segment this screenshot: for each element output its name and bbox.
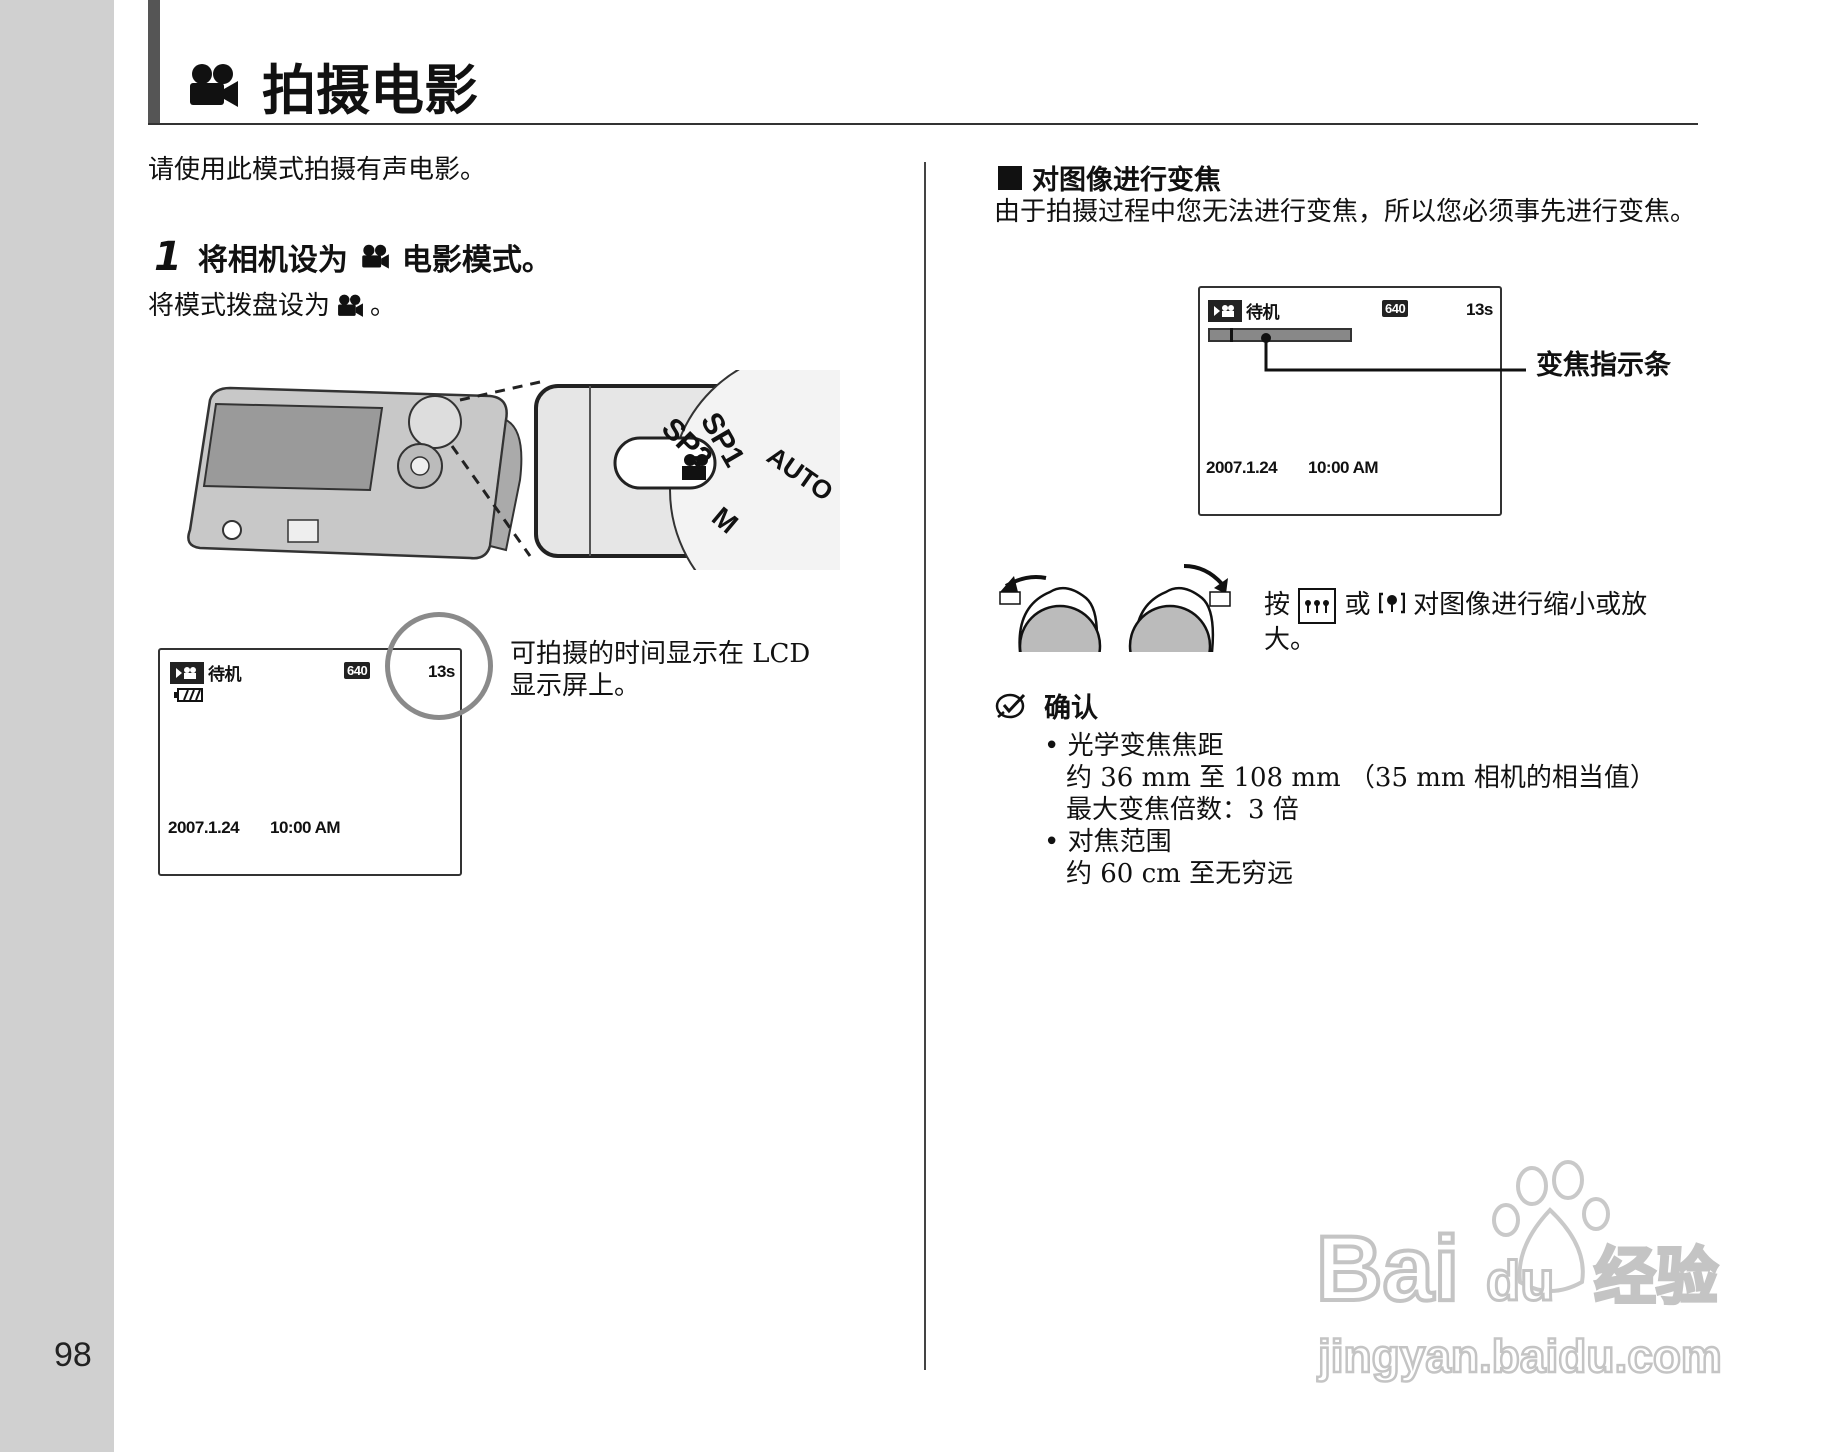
baidu-watermark: Bai du 经验 jingyan.baidu.com — [1314, 1160, 1723, 1383]
lcd-status: 待机 — [208, 665, 242, 684]
zoom-instruction: 按 或 对图像进行缩小或放大。 — [1264, 588, 1694, 656]
lcd-clock: 10:00 AM — [1308, 458, 1379, 477]
zoom-callout-line — [1261, 333, 1526, 372]
bullet-head: 光学变焦焦距 — [1067, 731, 1224, 761]
zoom-indicator-bar — [1208, 328, 1352, 342]
step-desc-before: 将模式拨盘设为 — [148, 291, 331, 321]
bullet-dot: • — [1044, 731, 1068, 761]
bullet-dot: • — [1044, 827, 1068, 857]
step-text-before: 将相机设为 — [197, 243, 348, 278]
callout-line — [459, 380, 541, 402]
mode-dial-closeup: SP1 SP2 AUTO M — [534, 370, 840, 570]
step-text-after: 电影模式。 — [401, 243, 552, 278]
step-number: 1 — [154, 234, 182, 280]
section-heading: 对图像进行变焦 — [998, 158, 1221, 197]
zoom-text-before: 按 — [1264, 590, 1291, 620]
page-title: 拍摄电影 — [186, 46, 478, 125]
battery-icon — [174, 688, 203, 702]
section-title: 对图像进行变焦 — [1032, 165, 1221, 196]
svg-text:经验: 经验 — [1594, 1240, 1718, 1313]
step-desc-after: 。 — [370, 291, 397, 321]
title-rule — [148, 123, 1698, 125]
lcd-remaining-time: 13s — [1466, 300, 1493, 319]
zoom-lever-illustration — [999, 564, 1231, 652]
lcd-date: 2007.1.24 — [1206, 458, 1278, 477]
svg-text:du: du — [1486, 1249, 1554, 1312]
lcd-quality-badge: 640 — [1382, 300, 1409, 317]
movie-camera-icon — [362, 244, 389, 269]
section-text: 由于拍摄过程中您无法进行变焦，所以您必须事先进行变焦。 — [994, 197, 1697, 227]
zoom-text-after: 对图像进行缩小或放大。 — [1264, 590, 1648, 655]
zoom-indicator-label: 变焦指示条 — [1536, 350, 1671, 381]
zoom-text-mid: 或 — [1344, 590, 1371, 620]
bullet-line: 约 60 cm 至无穷远 — [1066, 859, 1294, 889]
movie-camera-icon — [338, 294, 363, 317]
check-note-icon — [995, 693, 1026, 718]
tele-button-icon — [1378, 590, 1406, 622]
zoom-indicator-marker — [1230, 328, 1233, 342]
title-bar-accent — [148, 0, 160, 125]
camera-illustration: SP1 SP2 AUTO M — [187, 370, 840, 570]
lcd-quality-badge: 640 — [344, 662, 371, 679]
intro-text: 请使用此模式拍摄有声电影。 — [148, 155, 487, 185]
note-list-item: • 光学变焦焦距 约 36 mm 至 108 mm （35 mm 相机的相当值）… — [1044, 730, 1656, 826]
note-heading: 确认 — [994, 686, 1098, 725]
note-list-item: • 对焦范围 约 60 cm 至无穷远 — [1044, 826, 1293, 890]
note-title: 确认 — [1044, 693, 1098, 724]
lcd-screen-zoom: 待机 640 13s 2007.1.24 10:00 AM — [1198, 286, 1502, 516]
svg-text:Bai: Bai — [1316, 1218, 1459, 1320]
camera-body — [187, 386, 523, 560]
lcd-clock: 10:00 AM — [270, 818, 341, 837]
callout-line — [450, 445, 532, 557]
wide-button-icon — [1298, 588, 1337, 624]
zoom-out-lever — [999, 575, 1102, 652]
lcd-caption: 可拍摄的时间显示在 LCD 显示屏上。 — [510, 639, 811, 701]
step-description: 将模式拨盘设为 。 — [148, 290, 396, 322]
step-heading: 1 将相机设为 电影模式。 — [154, 234, 552, 280]
bullet-head: 对焦范围 — [1067, 827, 1172, 857]
highlight-circle — [385, 612, 493, 720]
page-number: 98 — [54, 1336, 92, 1374]
page-title-text: 拍摄电影 — [262, 59, 478, 122]
bullet-line: 最大变焦倍数：3 倍 — [1066, 795, 1299, 825]
page-sidebar — [0, 0, 114, 1452]
bullet-line: 约 36 mm 至 108 mm （35 mm 相机的相当值） — [1066, 763, 1656, 793]
lcd-status: 待机 — [1246, 303, 1280, 322]
movie-mode-icon — [170, 661, 204, 684]
lcd-date: 2007.1.24 — [168, 818, 240, 837]
square-bullet-icon — [998, 165, 1022, 190]
zoom-in-lever — [1128, 564, 1231, 652]
column-divider — [924, 162, 926, 1370]
movie-camera-icon — [190, 63, 238, 107]
movie-mode-icon — [1208, 299, 1242, 322]
svg-text:jingyan.baidu.com: jingyan.baidu.com — [1317, 1330, 1722, 1382]
